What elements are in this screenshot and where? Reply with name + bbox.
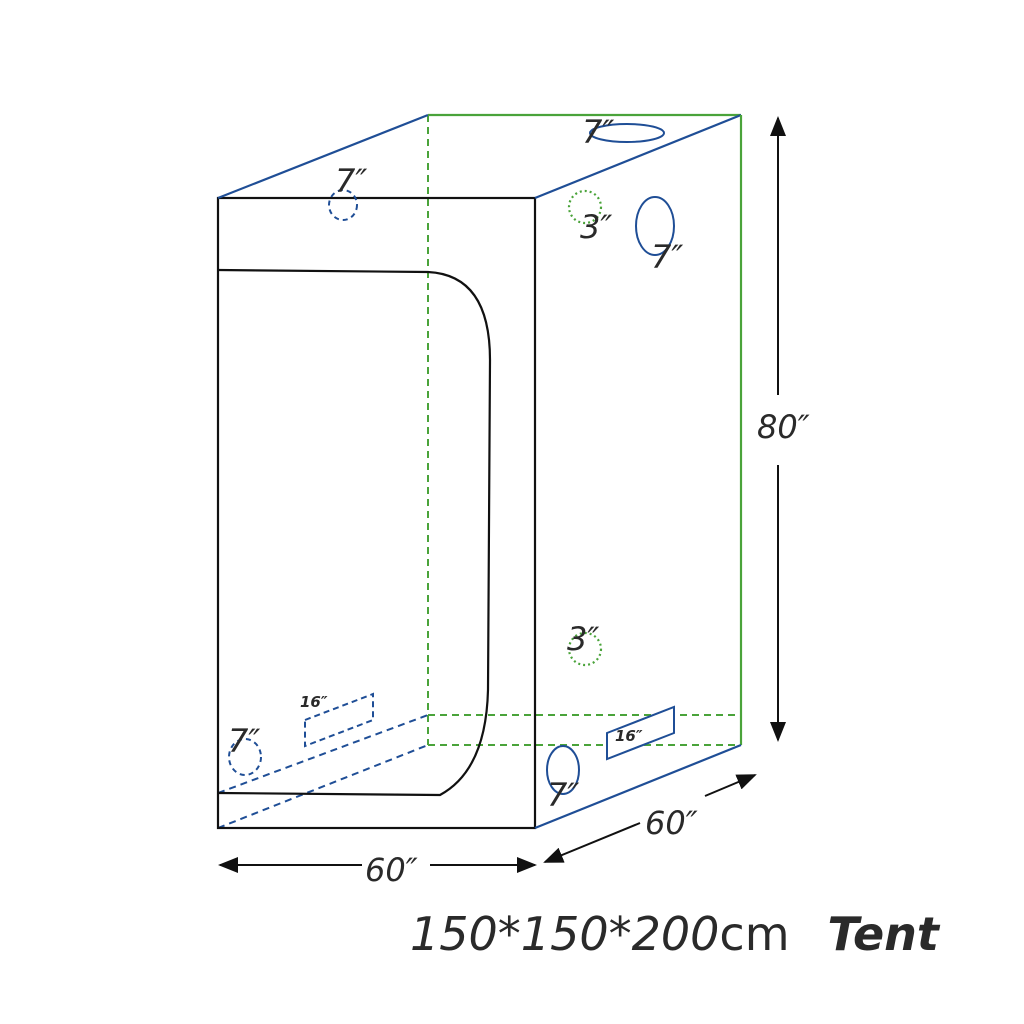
front-top-port-icon bbox=[328, 189, 358, 221]
height-label: 80″ bbox=[757, 408, 810, 446]
side-window-label: 16″ bbox=[615, 727, 643, 745]
title-name: Tent bbox=[828, 907, 941, 961]
front-window-icon bbox=[304, 692, 374, 748]
roof-port-label: 7″ bbox=[582, 113, 614, 151]
front-bottom-port-icon bbox=[228, 738, 262, 776]
tent-size-title: 150*150*200cm Tent bbox=[410, 907, 941, 961]
side-vent-bottom-label: 3″ bbox=[567, 620, 599, 658]
title-unit: cm bbox=[719, 907, 789, 961]
side-window-icon bbox=[606, 705, 675, 761]
side-vent-top-label: 3″ bbox=[580, 208, 612, 246]
tent-frame bbox=[216, 113, 743, 830]
width-label: 60″ bbox=[365, 851, 418, 889]
side-bottom-port-icon bbox=[546, 745, 580, 795]
dimension-arrows bbox=[218, 116, 786, 873]
side-vent-bottom-icon bbox=[567, 631, 603, 667]
front-bottom-port-label: 7″ bbox=[228, 722, 260, 760]
side-port-top-label: 7″ bbox=[651, 238, 683, 276]
title-dims: 150*150*200 bbox=[410, 907, 719, 961]
front-top-port-label: 7″ bbox=[335, 162, 367, 200]
side-vent-top-icon bbox=[567, 189, 603, 225]
side-port-top-icon bbox=[635, 196, 675, 256]
side-bottom-port-label: 7″ bbox=[547, 776, 579, 814]
door-outline bbox=[217, 268, 492, 797]
roof-port-icon bbox=[589, 123, 665, 143]
depth-label: 60″ bbox=[645, 804, 698, 842]
front-window-label: 16″ bbox=[300, 693, 328, 711]
